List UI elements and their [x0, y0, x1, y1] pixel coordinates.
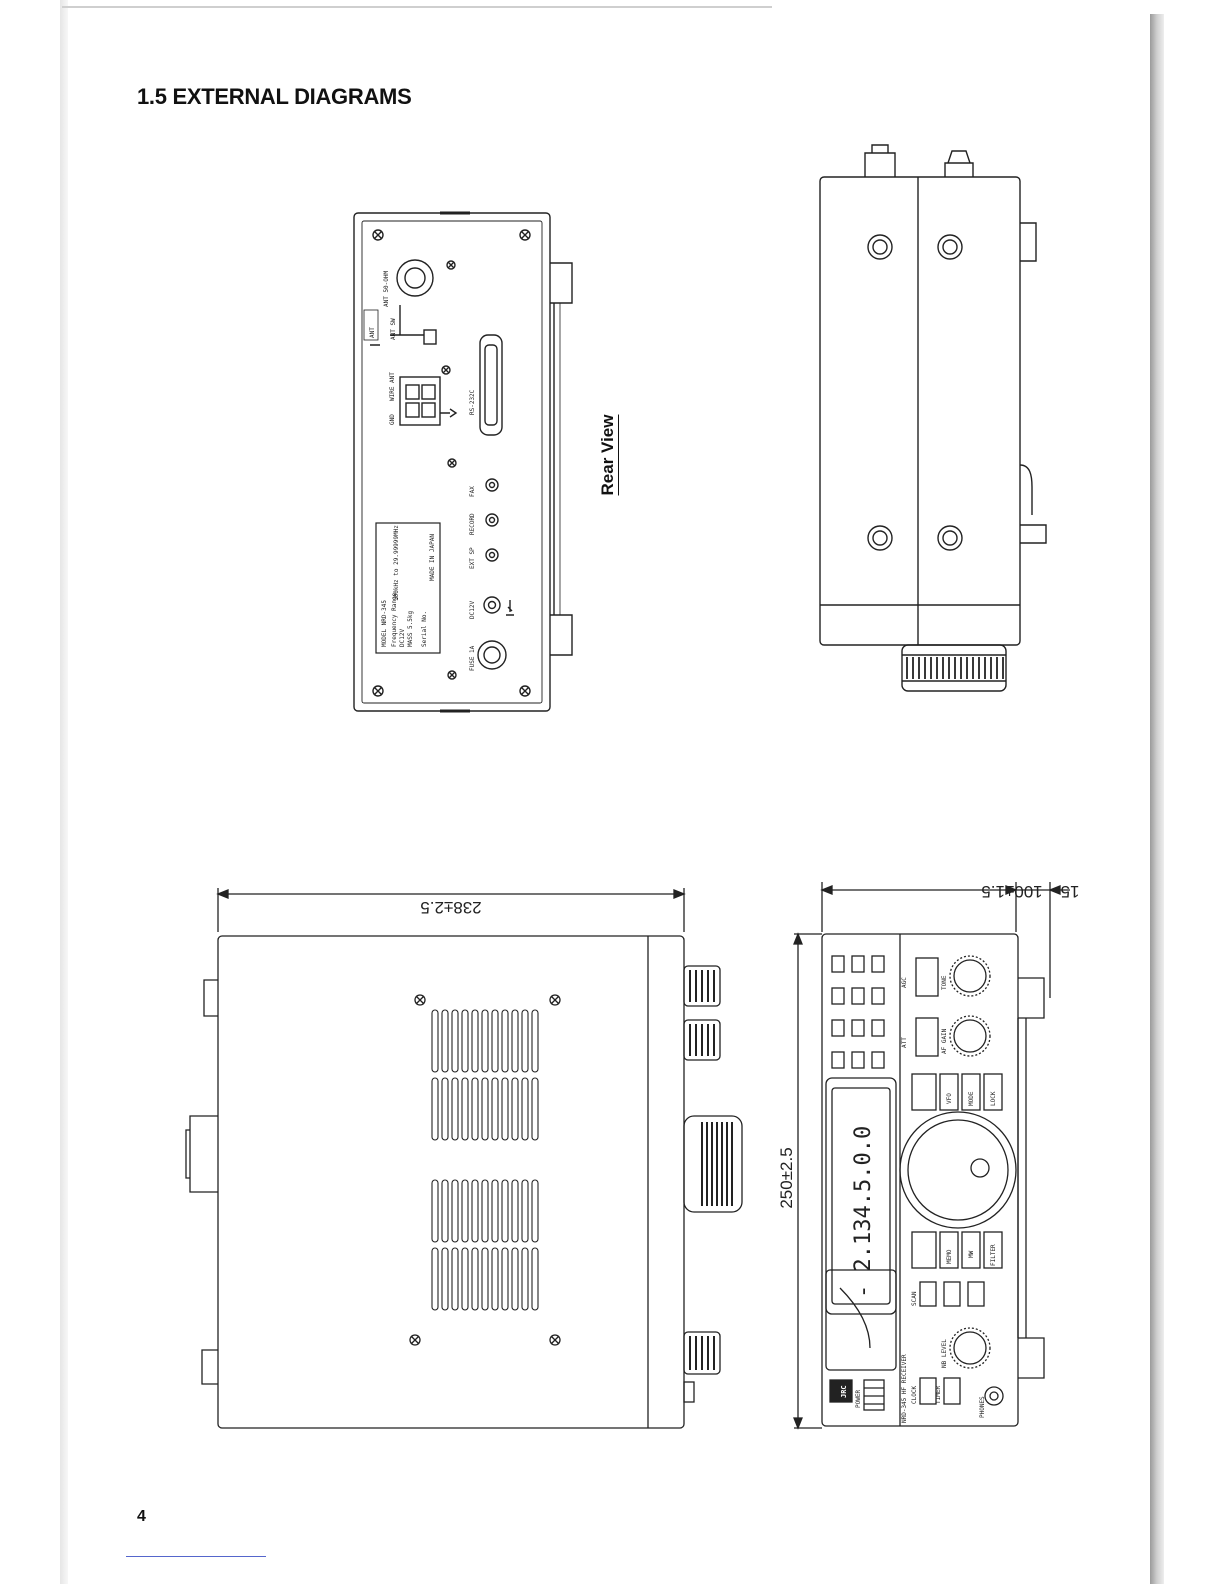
top-view-diagram: 238±2.5: [185, 888, 743, 1429]
rear-frequency-label: Frequency Range: [391, 592, 398, 647]
rear-serial-label: Serial No.: [421, 611, 428, 647]
jrc-logo: JRC: [840, 1385, 848, 1398]
front-width-dimension: 100±1.5: [981, 882, 1042, 901]
rear-screw: [519, 229, 531, 241]
front-depth-dimension: 15: [1061, 882, 1080, 901]
scan-edge-left: [60, 0, 68, 1584]
label-phones: PHONES: [979, 1396, 986, 1418]
rear-range-label: 100kHz to 29.99999MHz: [393, 525, 400, 601]
label-af-gain: AF GAIN: [941, 1028, 948, 1054]
label-power: POWER: [855, 1390, 862, 1408]
rear-wire-ant-label: WIRE ANT: [389, 372, 396, 401]
rear-gnd-label: GND: [389, 414, 396, 425]
rear-ant-box-label: ANT: [369, 327, 376, 338]
btn-timer-label: TIMER: [935, 1386, 942, 1404]
rear-ant-50-label: ANT 50-OHM: [383, 270, 390, 307]
btn-clock-label: CLOCK: [911, 1386, 918, 1404]
model-text: NRD-345 HF RECEIVER: [901, 1354, 908, 1423]
rear-ant-sw-label: ANT SW: [390, 318, 397, 340]
scan-edge-right: [1150, 14, 1164, 1584]
top-width-dimension: 238±2.5: [420, 898, 481, 917]
rear-mass-label: MASS 5.5kg: [407, 610, 414, 647]
rear-view-caption-wrap: Rear View: [588, 400, 628, 510]
btn-vfo-label: VFO: [946, 1093, 953, 1104]
btn-filter-label: FILTER: [990, 1244, 997, 1266]
rear-model-label: MODEL NRD-345: [381, 600, 388, 647]
rear-ext-sp-label: EXT SP: [469, 547, 476, 569]
label-agc: AGC: [901, 977, 908, 988]
rear-fax-label: FAX: [469, 486, 476, 497]
rear-dc12v-label: DC12V: [469, 601, 476, 619]
btn-mw-label: MW: [968, 1250, 975, 1258]
btn-mode-label: MODE: [968, 1091, 975, 1106]
label-nb-level: NB LEVEL: [941, 1339, 948, 1368]
rear-fuse-label: FUSE 1A: [469, 645, 476, 671]
rear-record-label: RECORD: [469, 513, 476, 535]
front-height-dimension: 250±2.5: [777, 1147, 796, 1208]
rear-view-diagram: ANT ANT 50-OHM ANT SW GND WIRE ANT RS-23…: [353, 211, 573, 713]
rear-japan-label: MADE IN JAPAN: [429, 534, 436, 581]
btn-scan-label: SCAN: [911, 1291, 918, 1306]
btn-lock-label: LOCK: [990, 1091, 997, 1106]
scan-edge-bottom: [126, 1556, 266, 1557]
scan-edge-top: [62, 6, 772, 8]
label-att: ATT: [901, 1037, 908, 1048]
rear-screw: [372, 229, 384, 241]
front-view-diagram: 100±1.5 15 250±2.5 - 2.134.5.0.0 JRC NRD…: [777, 882, 1080, 1430]
rear-rs232-label: RS-232C: [469, 389, 476, 415]
rear-screw: [372, 685, 384, 697]
side-view-diagram: [819, 144, 1047, 692]
rear-view-caption: Rear View: [598, 414, 617, 496]
rear-dc-label: DC12V: [399, 629, 406, 647]
page-number: 4: [137, 1508, 146, 1525]
section-heading: 1.5 EXTERNAL DIAGRAMS: [137, 84, 412, 109]
rear-screw: [519, 685, 531, 697]
display-frequency: - 2.134.5.0.0: [851, 1126, 876, 1298]
label-tone: TONE: [941, 975, 948, 990]
btn-memo-label: MEMO: [946, 1249, 953, 1264]
